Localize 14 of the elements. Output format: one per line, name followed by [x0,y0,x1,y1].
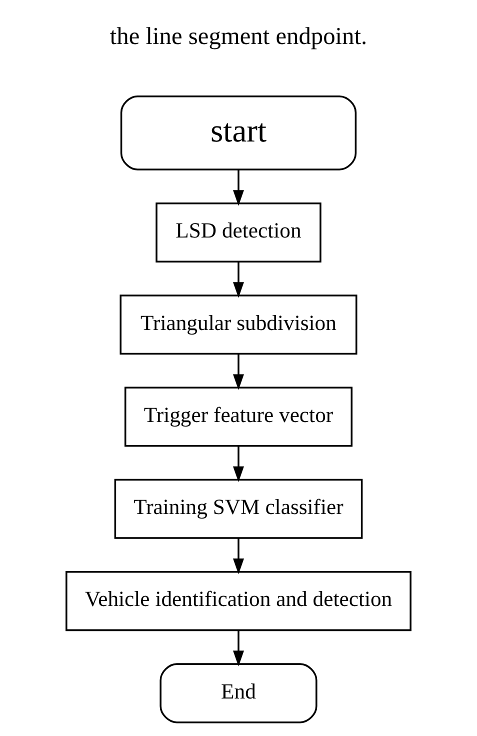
arrow [232,170,244,206]
arrow [232,262,244,298]
arrow [232,446,244,482]
arrow [232,630,244,666]
arrow [232,538,244,574]
node-box: Trigger feature vector [124,386,353,447]
node-box: End [160,663,318,724]
node-box: Vehicle identification and detection [66,571,412,632]
node-box: LSD detection [156,202,322,263]
node-box: Triangular subdivision [120,294,358,355]
node-box: start [120,95,357,170]
label: the line segment endpoint. [110,23,368,50]
node-box: Training SVM classifier [114,478,363,539]
arrow [232,354,244,390]
